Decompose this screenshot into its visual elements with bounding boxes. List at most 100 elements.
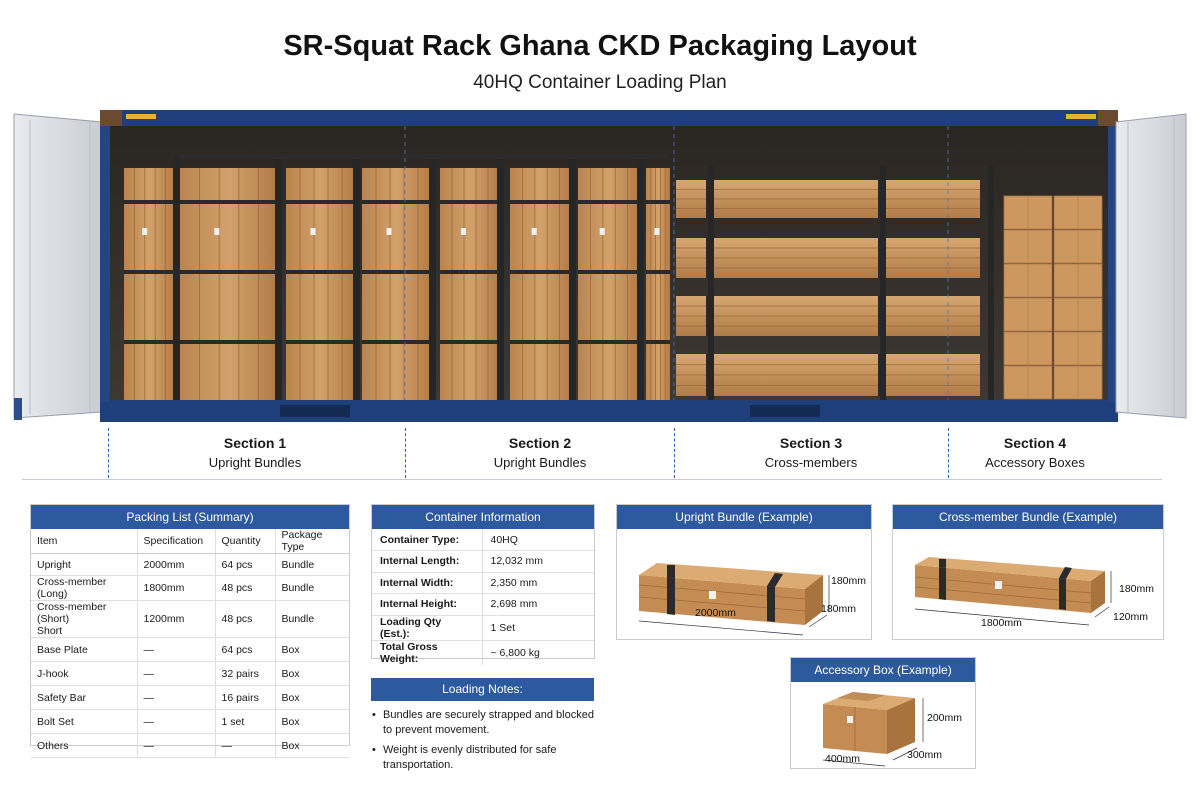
- section-subtitle: Accessory Boxes: [985, 455, 1085, 470]
- table-cell: —: [215, 733, 276, 758]
- accessory-box: [1053, 195, 1103, 230]
- table-cell: Others: [31, 733, 138, 758]
- table-cell: —: [137, 685, 216, 710]
- page-subtitle: 40HQ Container Loading Plan: [473, 72, 727, 93]
- info-value: 1 Set: [482, 615, 594, 641]
- upright-bundle: [440, 168, 500, 400]
- cross-bundle-title: Cross-member Bundle (Example): [893, 505, 1163, 529]
- info-key: Total Gross Weight:: [372, 640, 483, 665]
- accessory-box-panel: Accessory Box (Example) 400mm 200mm 300m…: [790, 657, 976, 769]
- accessory-box: [1053, 263, 1103, 298]
- table-cell: Upright: [31, 553, 138, 576]
- steel-frame: [429, 156, 436, 400]
- loading-note: Bundles are securely strapped and blocke…: [372, 708, 598, 738]
- length-dimension: 400mm: [825, 753, 861, 765]
- section-3-label: Section 3 Cross-members: [706, 434, 916, 472]
- steel-frame: [275, 156, 282, 400]
- packing-list-panel: Packing List (Summary) Item Specificatio…: [30, 504, 350, 758]
- section-subtitle: Upright Bundles: [208, 455, 302, 470]
- section-2-label: Section 2 Upright Bundles: [435, 434, 645, 472]
- info-value: 2,698 mm: [482, 593, 594, 616]
- table-cell: 48 pcs: [215, 600, 276, 638]
- right-door: [1115, 113, 1187, 419]
- table-cell: 1200mm: [137, 600, 216, 638]
- section-divider: [674, 428, 675, 478]
- table-cell: 1 set: [215, 709, 276, 734]
- page-title: SR-Squat Rack Ghana CKD Packaging Layout: [283, 30, 917, 62]
- cross-bundle-drawing: [914, 557, 1112, 626]
- upright-bundle: [180, 168, 278, 400]
- table-cell: Safety Bar: [31, 685, 138, 710]
- divider-line: [22, 479, 1162, 480]
- info-key: Loading Qty (Est.):: [372, 615, 483, 641]
- table-cell: Bundle: [275, 575, 349, 601]
- section-title: Section 1: [223, 435, 287, 451]
- column-header: Item: [31, 529, 138, 554]
- column-header: Package Type: [275, 529, 349, 554]
- container-illustration: [13, 110, 1187, 422]
- table-cell: J-hook: [31, 661, 138, 686]
- table-cell: 2000mm: [137, 553, 216, 576]
- table-cell: —: [137, 637, 216, 662]
- length-dimension: 2000mm: [695, 607, 736, 619]
- table-cell: Cross-member (Long): [31, 575, 138, 601]
- width-dimension: 300mm: [907, 749, 943, 761]
- height-dimension: 180mm: [831, 575, 867, 587]
- table-cell: Bundle: [275, 553, 349, 576]
- table-cell: Base Plate: [31, 637, 138, 662]
- height-dimension: 200mm: [927, 712, 963, 724]
- container-info-panel: Container Information Container Type:40H…: [371, 504, 595, 665]
- accessory-box: [1003, 195, 1053, 230]
- table-cell: Box: [275, 733, 349, 758]
- accessory-box: [1053, 365, 1103, 400]
- table-cell: Box: [275, 661, 349, 686]
- table-cell: 64 pcs: [215, 553, 276, 576]
- info-key: Internal Length:: [372, 550, 483, 573]
- table-cell: —: [137, 709, 216, 734]
- info-key: Container Type:: [372, 529, 483, 551]
- height-dimension: 180mm: [1119, 583, 1155, 595]
- table-cell: Bolt Set: [31, 709, 138, 734]
- section-subtitle: Upright Bundles: [493, 455, 587, 470]
- steel-frame: [880, 166, 886, 400]
- accessory-box: [1003, 229, 1053, 264]
- upright-bundle-panel: Upright Bundle (Example) 2000mm 180mm 18…: [616, 504, 872, 640]
- info-row: Internal Height:2,698 mm: [372, 593, 594, 616]
- table-cell: —: [137, 661, 216, 686]
- width-dimension: 120mm: [1113, 611, 1149, 623]
- table-cell: Box: [275, 685, 349, 710]
- accessory-box: [1053, 297, 1103, 332]
- cross-member-bundles: [676, 166, 994, 400]
- upright-bundle: [362, 168, 432, 400]
- upright-bundles: [124, 154, 670, 400]
- steel-frame: [988, 166, 994, 400]
- loading-note: Weight is evenly distributed for safe tr…: [372, 743, 598, 773]
- section-title: Section 3: [779, 435, 843, 451]
- accessory-box: [1003, 365, 1053, 400]
- accessory-box: [1053, 229, 1103, 264]
- packing-list-table: Item Specification Quantity Package Type…: [31, 529, 349, 758]
- width-dimension: 180mm: [821, 603, 857, 615]
- upright-bundle: [646, 168, 670, 400]
- section-1-label: Section 1 Upright Bundles: [150, 434, 360, 472]
- info-value: ~ 6,800 kg: [490, 646, 540, 659]
- loading-notes-title: Loading Notes:: [371, 678, 594, 701]
- steel-frame: [637, 156, 644, 400]
- accessory-box: [1003, 331, 1053, 366]
- column-header: Specification: [137, 529, 216, 554]
- table-cell: Box: [275, 709, 349, 734]
- cross-member-bundle: [676, 180, 980, 218]
- accessory-box-stack: [1003, 195, 1103, 400]
- accessory-box-drawing: [822, 692, 924, 767]
- upright-bundle-drawing: [638, 563, 830, 636]
- column-header: Quantity: [215, 529, 276, 554]
- steel-frame: [708, 166, 714, 400]
- accessory-box: [1003, 297, 1053, 332]
- container-info-title: Container Information: [372, 505, 594, 529]
- section-title: Section 2: [508, 435, 572, 451]
- section-divider: [948, 428, 949, 478]
